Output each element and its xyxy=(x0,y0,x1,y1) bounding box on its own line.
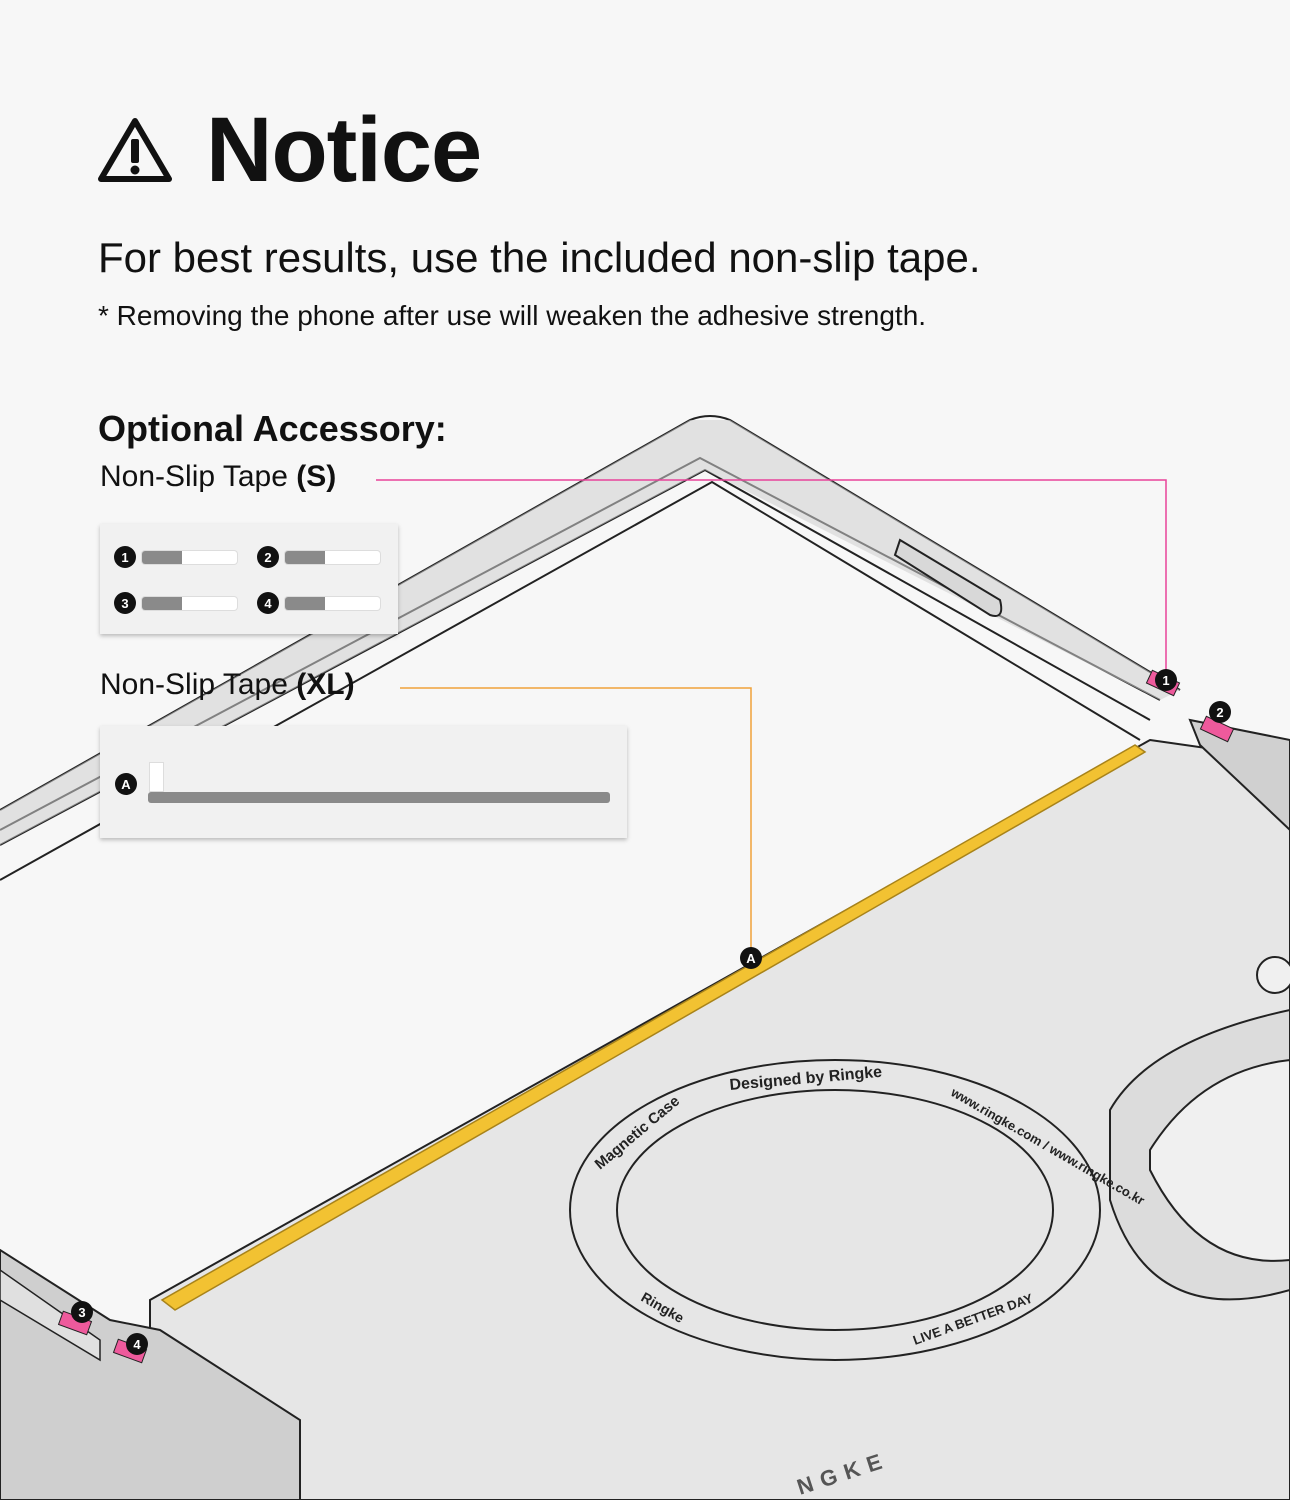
case-right-frame xyxy=(1188,718,1290,832)
tape-s-size: (S) xyxy=(296,460,337,493)
case-upper-frame-band xyxy=(0,420,1180,845)
tape-s-badge: 4 xyxy=(257,592,279,614)
tape-s-badge: 2 xyxy=(257,546,279,568)
tape-s-strip xyxy=(142,596,237,610)
callout-badge-1: 1 xyxy=(1155,669,1177,691)
tape-s-strip xyxy=(142,550,237,564)
tape-s-item: 4 xyxy=(257,592,380,614)
accessory-heading: Optional Accessory: xyxy=(98,408,447,449)
callout-badge-3: 3 xyxy=(71,1301,93,1323)
tape-s-strip xyxy=(285,596,380,610)
side-button-bump xyxy=(893,538,1003,617)
warning-triangle-icon xyxy=(98,118,172,182)
leader-line-xl xyxy=(400,687,752,948)
notice-subtitle: For best results, use the included non-s… xyxy=(98,234,981,281)
tape-s-item: 1 xyxy=(114,546,237,568)
callout-badge-4: 4 xyxy=(126,1333,148,1355)
tape-s-strip xyxy=(285,550,380,564)
tape-s-badge: 1 xyxy=(114,546,136,568)
tape-s-name: Non-Slip Tape xyxy=(100,460,288,493)
tape-xl-strip xyxy=(160,744,1147,1311)
tape-xl-strip-sample xyxy=(148,792,610,803)
leader-line-s xyxy=(376,479,1167,670)
tape-xl-tab xyxy=(150,763,163,791)
callout-badge-a: A xyxy=(740,947,762,969)
tape-xl-name: Non-Slip Tape xyxy=(100,668,288,701)
tape-s-card: 1 2 3 4 xyxy=(100,524,398,634)
tape-xl-card: A xyxy=(100,726,627,838)
tape-xl-size: (XL) xyxy=(296,668,355,701)
small-hole xyxy=(1256,956,1290,994)
notice-header: Notice xyxy=(98,99,482,201)
tape-xl-label: Non-Slip Tape (XL) xyxy=(100,668,355,702)
callout-badge-2: 2 xyxy=(1209,701,1231,723)
tape-s-label: Non-Slip Tape (S) xyxy=(100,460,336,494)
tape-s-item: 2 xyxy=(257,546,380,568)
tape-s-item: 3 xyxy=(114,592,237,614)
tape-xl-badge: A xyxy=(115,773,137,795)
magnetic-ring xyxy=(569,1059,1101,1361)
page-title: Notice xyxy=(206,99,482,201)
tape-s-badge: 3 xyxy=(114,592,136,614)
notice-footnote: * Removing the phone after use will weak… xyxy=(98,300,927,331)
